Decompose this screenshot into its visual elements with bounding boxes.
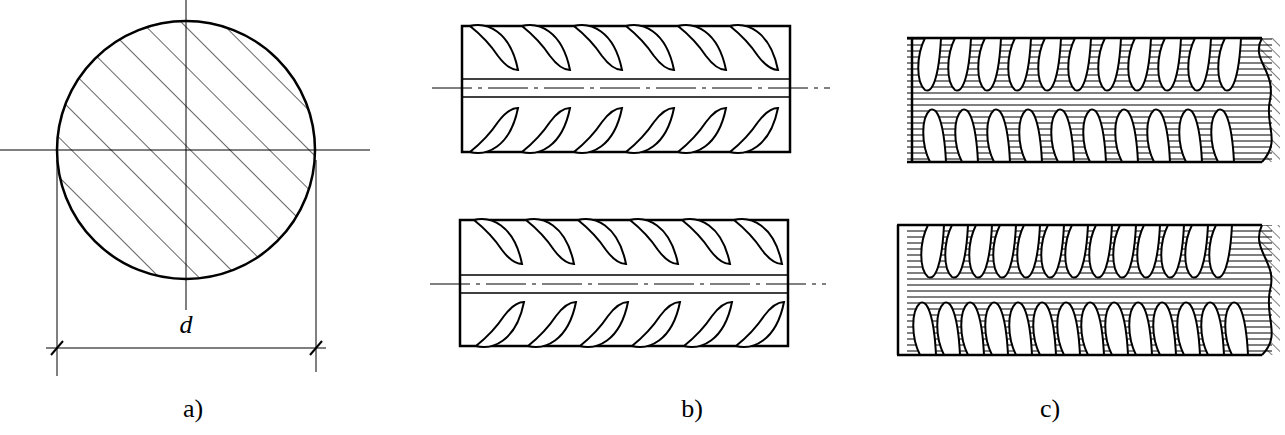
subfigure-label: a) (183, 396, 203, 422)
subfigure-label: c) (1040, 396, 1060, 422)
dimension-label: d (180, 312, 193, 338)
subfigure-label: b) (681, 396, 703, 422)
spiral-rib-bar (897, 38, 1280, 355)
round-bar-section (0, 0, 370, 376)
crescent-rib-bar (430, 25, 830, 347)
